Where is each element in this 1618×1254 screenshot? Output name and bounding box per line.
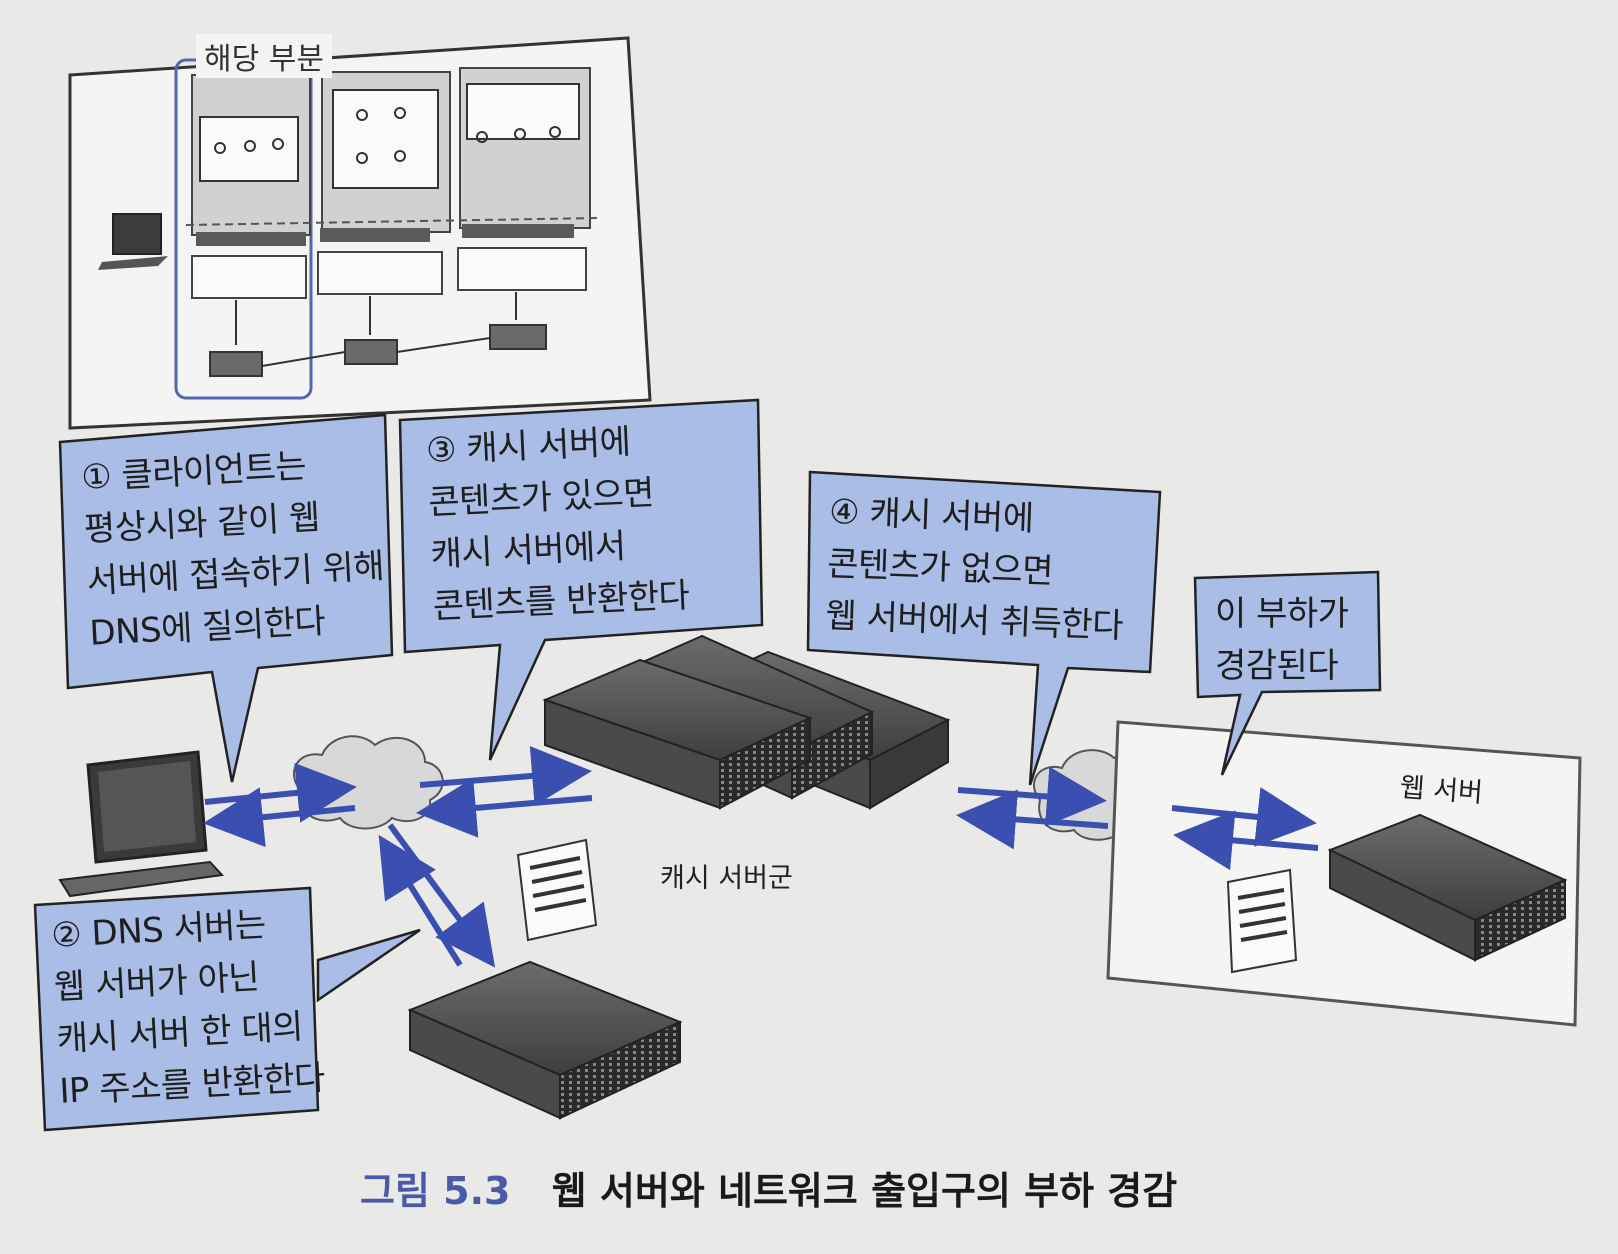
web-server-label: 웹 서버 [1398, 772, 1484, 809]
callout-step3 [398, 398, 764, 761]
callout-step1-text: ① 클라이언트는 평상시와 같이 웹 서버에 접속하기 위해 DNS에 질의한다 [80, 446, 386, 654]
cache-group-label: 캐시 서버군 [660, 863, 793, 894]
cache-server [542, 658, 813, 810]
callout-step4-text: ④ 캐시 서버에 콘텐츠가 없으면 웹 서버에서 취득한다 [824, 491, 1124, 647]
callout-step4 [806, 470, 1162, 786]
arrow-webserver-to-cloud [1173, 810, 1319, 871]
arrow-cloud-to-cache [419, 745, 592, 806]
arrow-cloud-to-client [203, 787, 356, 848]
arrow-dns-to-cloud [378, 834, 463, 967]
overview-highlight-label: 해당 부분 [196, 34, 332, 78]
callout-step2-text: ② DNS 서버는 웹 서버가 아닌 캐시 서버 한 대의 IP 주소를 반환한… [50, 904, 326, 1112]
overview-panel [68, 36, 652, 430]
callout-step1 [58, 413, 394, 783]
flow-arrows [203, 745, 1319, 968]
callout-load-text: 이 부하가 경감된다 [1215, 594, 1349, 686]
person-icons [214, 107, 561, 164]
arrow-cloud-to-webserver [1171, 787, 1317, 847]
callout-load [1193, 570, 1382, 776]
figure-number: 그림 5.3 [360, 1169, 511, 1213]
figure-title: 웹 서버와 네트워크 출입구의 부하 경감 [551, 1169, 1178, 1213]
client-laptop-icon [58, 750, 225, 898]
web-server [1327, 813, 1568, 962]
arrow-cache-to-cloud [416, 778, 593, 838]
arrow-webcloud-to-cache [956, 789, 1109, 850]
cache-server-group [542, 634, 951, 810]
figure-caption: 그림 5.3 웹 서버와 네트워크 출입구의 부하 경감 [360, 1160, 1177, 1215]
callout-step2 [33, 886, 421, 1132]
callout-bubbles [33, 398, 1382, 1132]
dns-server [407, 960, 683, 1120]
document-icon [1226, 868, 1298, 974]
callout-step3-text: ③ 캐시 서버에 콘텐츠가 있으면 캐시 서버에서 콘텐츠를 반환한다 [425, 422, 691, 627]
laptop-icon [98, 213, 168, 270]
document-icon [516, 838, 598, 942]
